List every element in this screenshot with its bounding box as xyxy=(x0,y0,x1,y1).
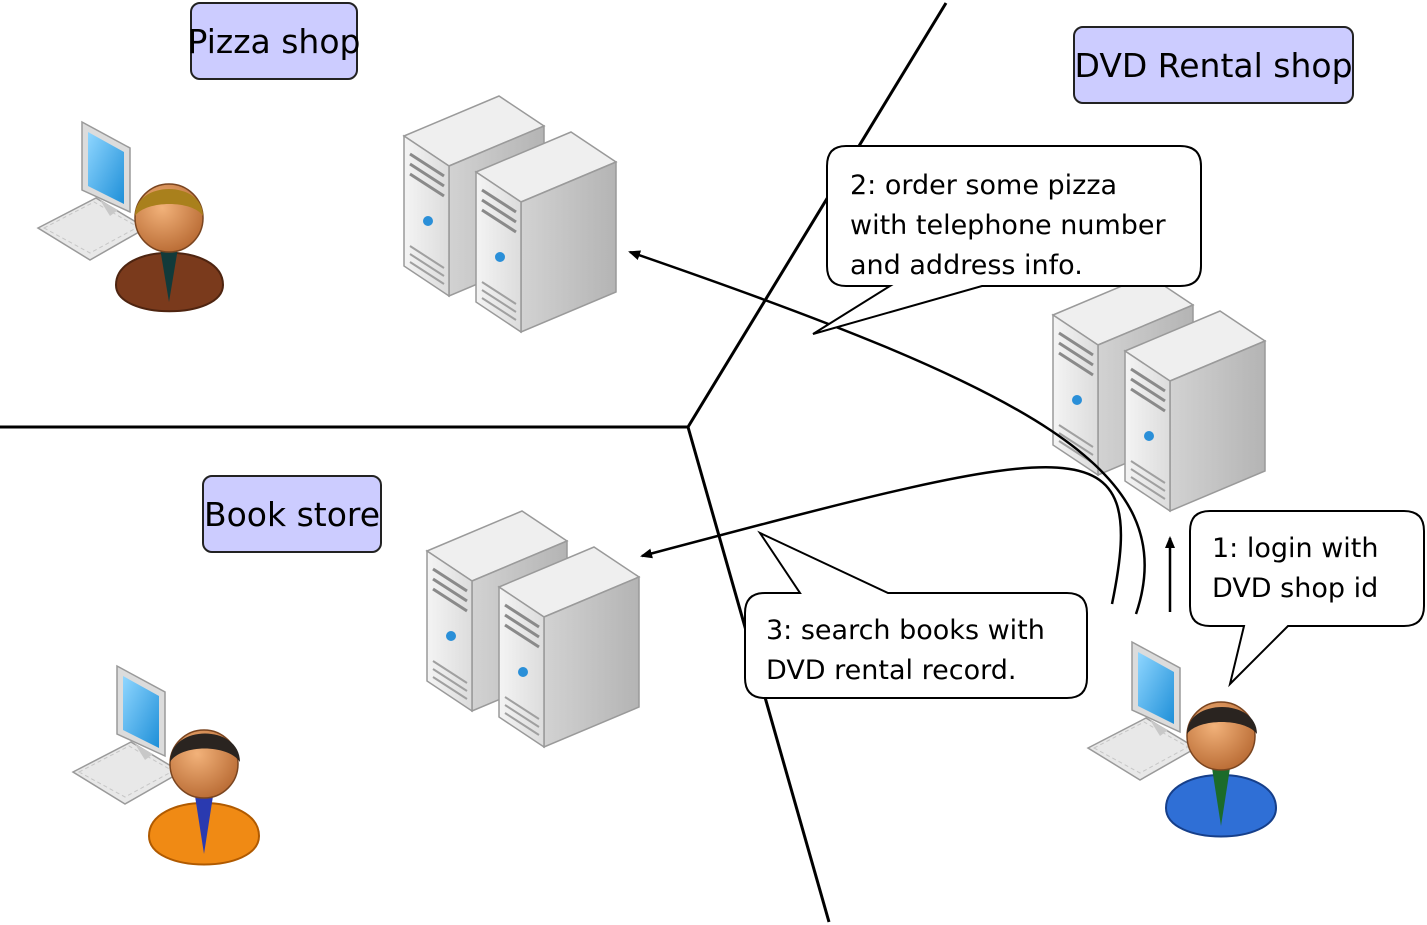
callout-step2-line1: 2: order some pizza xyxy=(850,170,1117,201)
search-books-arrow xyxy=(640,466,1123,605)
callout-step3-line1: 3: search books with xyxy=(766,615,1045,646)
callout-step3-line2: DVD rental record. xyxy=(766,655,1016,686)
callout-step3: 3: search books with DVD rental record. xyxy=(744,530,1088,699)
dvd-rental-user-icon xyxy=(1087,641,1278,838)
pizza-shop-label: Pizza shop xyxy=(188,2,360,80)
boundary-upper-diagonal xyxy=(686,2,948,428)
callout-step1-line1: 1: login with xyxy=(1212,533,1379,564)
callout-step2-line2: with telephone number xyxy=(850,210,1167,241)
data-flow-arrows xyxy=(628,250,1175,615)
dvd-rental-shop-label: DVD Rental shop xyxy=(1073,26,1354,104)
book-store-user-icon xyxy=(72,665,261,866)
pizza-shop-user-icon xyxy=(37,121,225,313)
pizza-shop-server-icon xyxy=(404,96,616,332)
callout-step1: 1: login with DVD shop id xyxy=(1189,510,1425,688)
book-store-server-icon xyxy=(427,511,639,747)
book-store-label: Book store xyxy=(202,475,382,553)
order-pizza-arrow xyxy=(628,250,1146,615)
callout-step2: 2: order some pizza with telephone numbe… xyxy=(812,145,1202,335)
callout-step1-line2: DVD shop id xyxy=(1212,573,1378,604)
callout-step2-line3: and address info. xyxy=(850,250,1083,281)
dvd-rental-server-icon xyxy=(1053,275,1265,511)
